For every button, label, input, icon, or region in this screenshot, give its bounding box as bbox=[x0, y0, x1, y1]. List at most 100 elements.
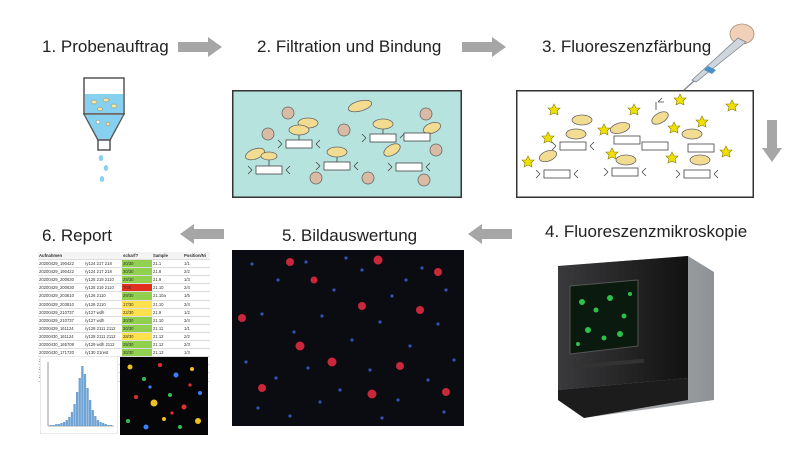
fluorescence-staining-panel bbox=[516, 90, 754, 198]
table-cell: 21.10a bbox=[153, 293, 166, 299]
histogram-bar bbox=[68, 417, 71, 426]
table-cell: 20200429_203810 bbox=[39, 301, 74, 307]
table-cell: ry129 wdh 2112 bbox=[85, 342, 115, 348]
histogram-bar bbox=[109, 425, 113, 426]
table-header-cell: Aufnahmen bbox=[39, 253, 63, 258]
table-cell: 20200429_161124 bbox=[39, 325, 74, 331]
table-cell: ry128 2111 2112 bbox=[85, 333, 116, 339]
table-cell: 28/30 bbox=[122, 332, 152, 341]
step-1-label: 1. Probenauftrag bbox=[42, 37, 169, 56]
blue-nuclei bbox=[244, 256, 456, 420]
histogram-bar bbox=[86, 388, 89, 426]
red-stained-cells bbox=[238, 255, 450, 399]
table-cell: 17/30 bbox=[122, 300, 152, 308]
table-cell: 1/3 bbox=[184, 277, 190, 283]
histogram-bar bbox=[50, 425, 53, 426]
table-cell: 29/30 bbox=[122, 292, 152, 300]
table-cell: ry130 21rest bbox=[85, 350, 109, 356]
table-cell: 20200430_165708 bbox=[39, 342, 74, 348]
histogram-bar bbox=[102, 423, 105, 426]
histogram-bar bbox=[73, 404, 76, 426]
histogram-bar bbox=[63, 422, 66, 426]
table-cell: 1/1 bbox=[184, 325, 190, 331]
table-cell: 30/30 bbox=[122, 349, 152, 357]
histogram-bar bbox=[81, 366, 84, 426]
histogram-bar bbox=[70, 412, 74, 426]
table-cell: 2/4 bbox=[184, 285, 190, 291]
pipette-icon bbox=[683, 23, 755, 91]
filtration-binding-panel bbox=[232, 90, 462, 198]
histogram-bar bbox=[55, 424, 58, 426]
table-cell: ry125 219 2110 bbox=[85, 277, 114, 283]
arrow-right-1 bbox=[178, 37, 222, 57]
microscope-screen-cells bbox=[576, 292, 632, 346]
step-6-label: 6. Report bbox=[42, 226, 112, 245]
table-cell: 21.1 bbox=[153, 261, 162, 267]
histogram-bar bbox=[104, 424, 107, 426]
table-cell: 21.9 bbox=[153, 277, 162, 283]
table-header-cell bbox=[84, 252, 122, 259]
table-cell: 20200429_210737 bbox=[39, 309, 74, 315]
histogram-bar bbox=[83, 374, 87, 426]
histogram-bar bbox=[107, 425, 110, 426]
table-cell: 21.12 bbox=[153, 333, 164, 339]
step-5-label: 5. Bildauswertung bbox=[282, 226, 418, 245]
microscope-device bbox=[558, 256, 714, 418]
arrow-down bbox=[762, 120, 782, 162]
table-cell: 20200430_161124 bbox=[39, 333, 74, 339]
table-cell: 20200429_190422 bbox=[39, 269, 74, 275]
step-3-label: 3. Fluoreszenzfärbung bbox=[542, 37, 712, 56]
arrow-left-1 bbox=[468, 224, 512, 244]
table-cell: ry126 2110 bbox=[85, 293, 106, 299]
table-cell: 20200429_200630 bbox=[39, 277, 74, 283]
step-4-label: 4. Fluoreszenzmikroskopie bbox=[545, 222, 748, 241]
table-cell: 21.9 bbox=[153, 309, 162, 315]
table-cell: 2/2 bbox=[184, 333, 190, 339]
table-cell: 1/1 bbox=[184, 261, 190, 267]
histogram-bar bbox=[60, 423, 63, 426]
table-cell: 21.10 bbox=[153, 317, 164, 323]
table-header-cell: scharf? bbox=[123, 253, 139, 258]
table-cell: ry124 217 218 bbox=[85, 261, 112, 267]
image-analysis-panel bbox=[232, 250, 464, 426]
overlay-cells bbox=[126, 363, 202, 430]
table-cell: 20200429_200630 bbox=[39, 285, 74, 291]
table-cell: ry127 wdh bbox=[85, 317, 105, 323]
table-cell: 1/5 bbox=[184, 293, 190, 299]
histogram-bar bbox=[91, 410, 94, 426]
table-cell: ry125 219 2110 bbox=[85, 285, 114, 291]
table-cell: 7/30 bbox=[122, 284, 152, 292]
table-cell: 30/30 bbox=[122, 260, 152, 268]
table-cell: 2/4 bbox=[184, 301, 190, 307]
table-cell: 20200429_210737 bbox=[39, 317, 74, 323]
table-cell: 1/3 bbox=[184, 350, 190, 356]
histogram-bar bbox=[99, 422, 102, 426]
table-cell: 3/4 bbox=[184, 317, 190, 323]
arrow-left-2 bbox=[180, 224, 224, 244]
table-cell: 20200429_203810 bbox=[39, 293, 74, 299]
table-cell: 30/30 bbox=[122, 268, 152, 276]
table-cell: 21.13 bbox=[153, 350, 164, 356]
table-cell: ry128 2111 2112 bbox=[85, 325, 116, 331]
table-cell: 20200430_171720 bbox=[39, 350, 74, 356]
table-cell: 22/30 bbox=[122, 308, 152, 316]
histogram-bar bbox=[78, 378, 81, 426]
histogram-bar bbox=[96, 420, 100, 426]
table-cell: ry127 wdh bbox=[85, 309, 105, 315]
table-cell: 21.11 bbox=[153, 325, 164, 331]
table-header-cell: Position/Ni bbox=[184, 253, 206, 258]
table-cell: 21.8 bbox=[153, 269, 162, 275]
histogram-bar bbox=[52, 425, 55, 426]
table-cell: 21.10 bbox=[153, 285, 164, 291]
